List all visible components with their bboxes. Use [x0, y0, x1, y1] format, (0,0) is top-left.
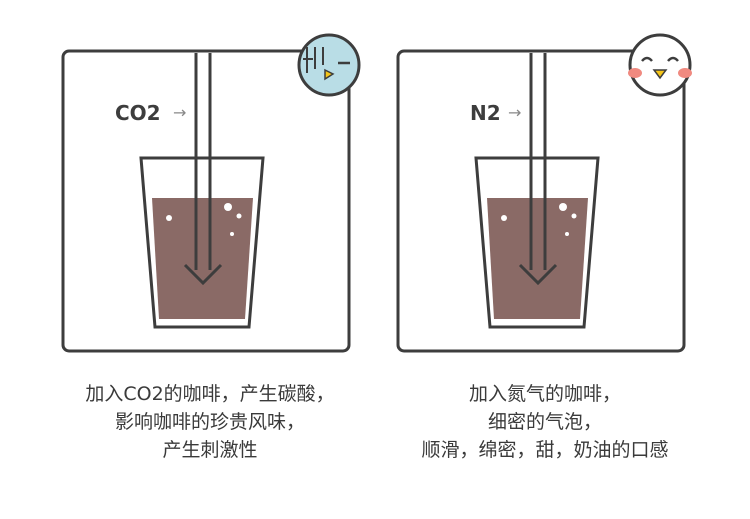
co2-gas-arrow: → [173, 103, 186, 122]
co2-bubble [236, 213, 242, 219]
n2-panel: N2 → [396, 33, 692, 353]
n2-bubble [571, 213, 577, 219]
co2-gas-label: CO2 [115, 101, 161, 125]
n2-frame [396, 49, 686, 353]
n2-caption: 加入氮气的咖啡， 细密的气泡， 顺滑，绵密，甜，奶油的口感 [375, 380, 715, 464]
co2-bubble [224, 203, 232, 211]
n2-caption-line-1: 加入氮气的咖啡， [468, 383, 621, 405]
co2-bubble [230, 232, 234, 236]
n2-coffee [487, 198, 588, 319]
n2-bubble [565, 232, 569, 236]
co2-panel: CO2 → [61, 33, 361, 353]
co2-tube [194, 53, 212, 270]
co2-down-arrow [183, 263, 223, 286]
co2-caption-line-3: 产生刺激性 [162, 439, 258, 461]
n2-tube [529, 53, 547, 270]
co2-frame [61, 49, 351, 353]
n2-caption-line-2: 细密的气泡， [487, 411, 602, 433]
n2-bubble [559, 203, 567, 211]
happy-face-icon [628, 33, 692, 97]
co2-caption: 加入CO2的咖啡，产生碳酸， 影响咖啡的珍贵风味， 产生刺激性 [40, 380, 380, 464]
co2-coffee [152, 198, 253, 319]
co2-caption-line-1: 加入CO2的咖啡，产生碳酸， [85, 383, 335, 405]
co2-bubble [166, 215, 172, 221]
n2-down-arrow [518, 263, 558, 286]
gloomy-face-icon [297, 33, 361, 97]
n2-caption-line-3: 顺滑，绵密，甜，奶油的口感 [421, 439, 669, 461]
co2-caption-line-2: 影响咖啡的珍贵风味， [114, 411, 305, 433]
n2-gas-arrow: → [508, 103, 521, 122]
n2-gas-label: N2 [470, 101, 501, 125]
n2-bubble [501, 215, 507, 221]
